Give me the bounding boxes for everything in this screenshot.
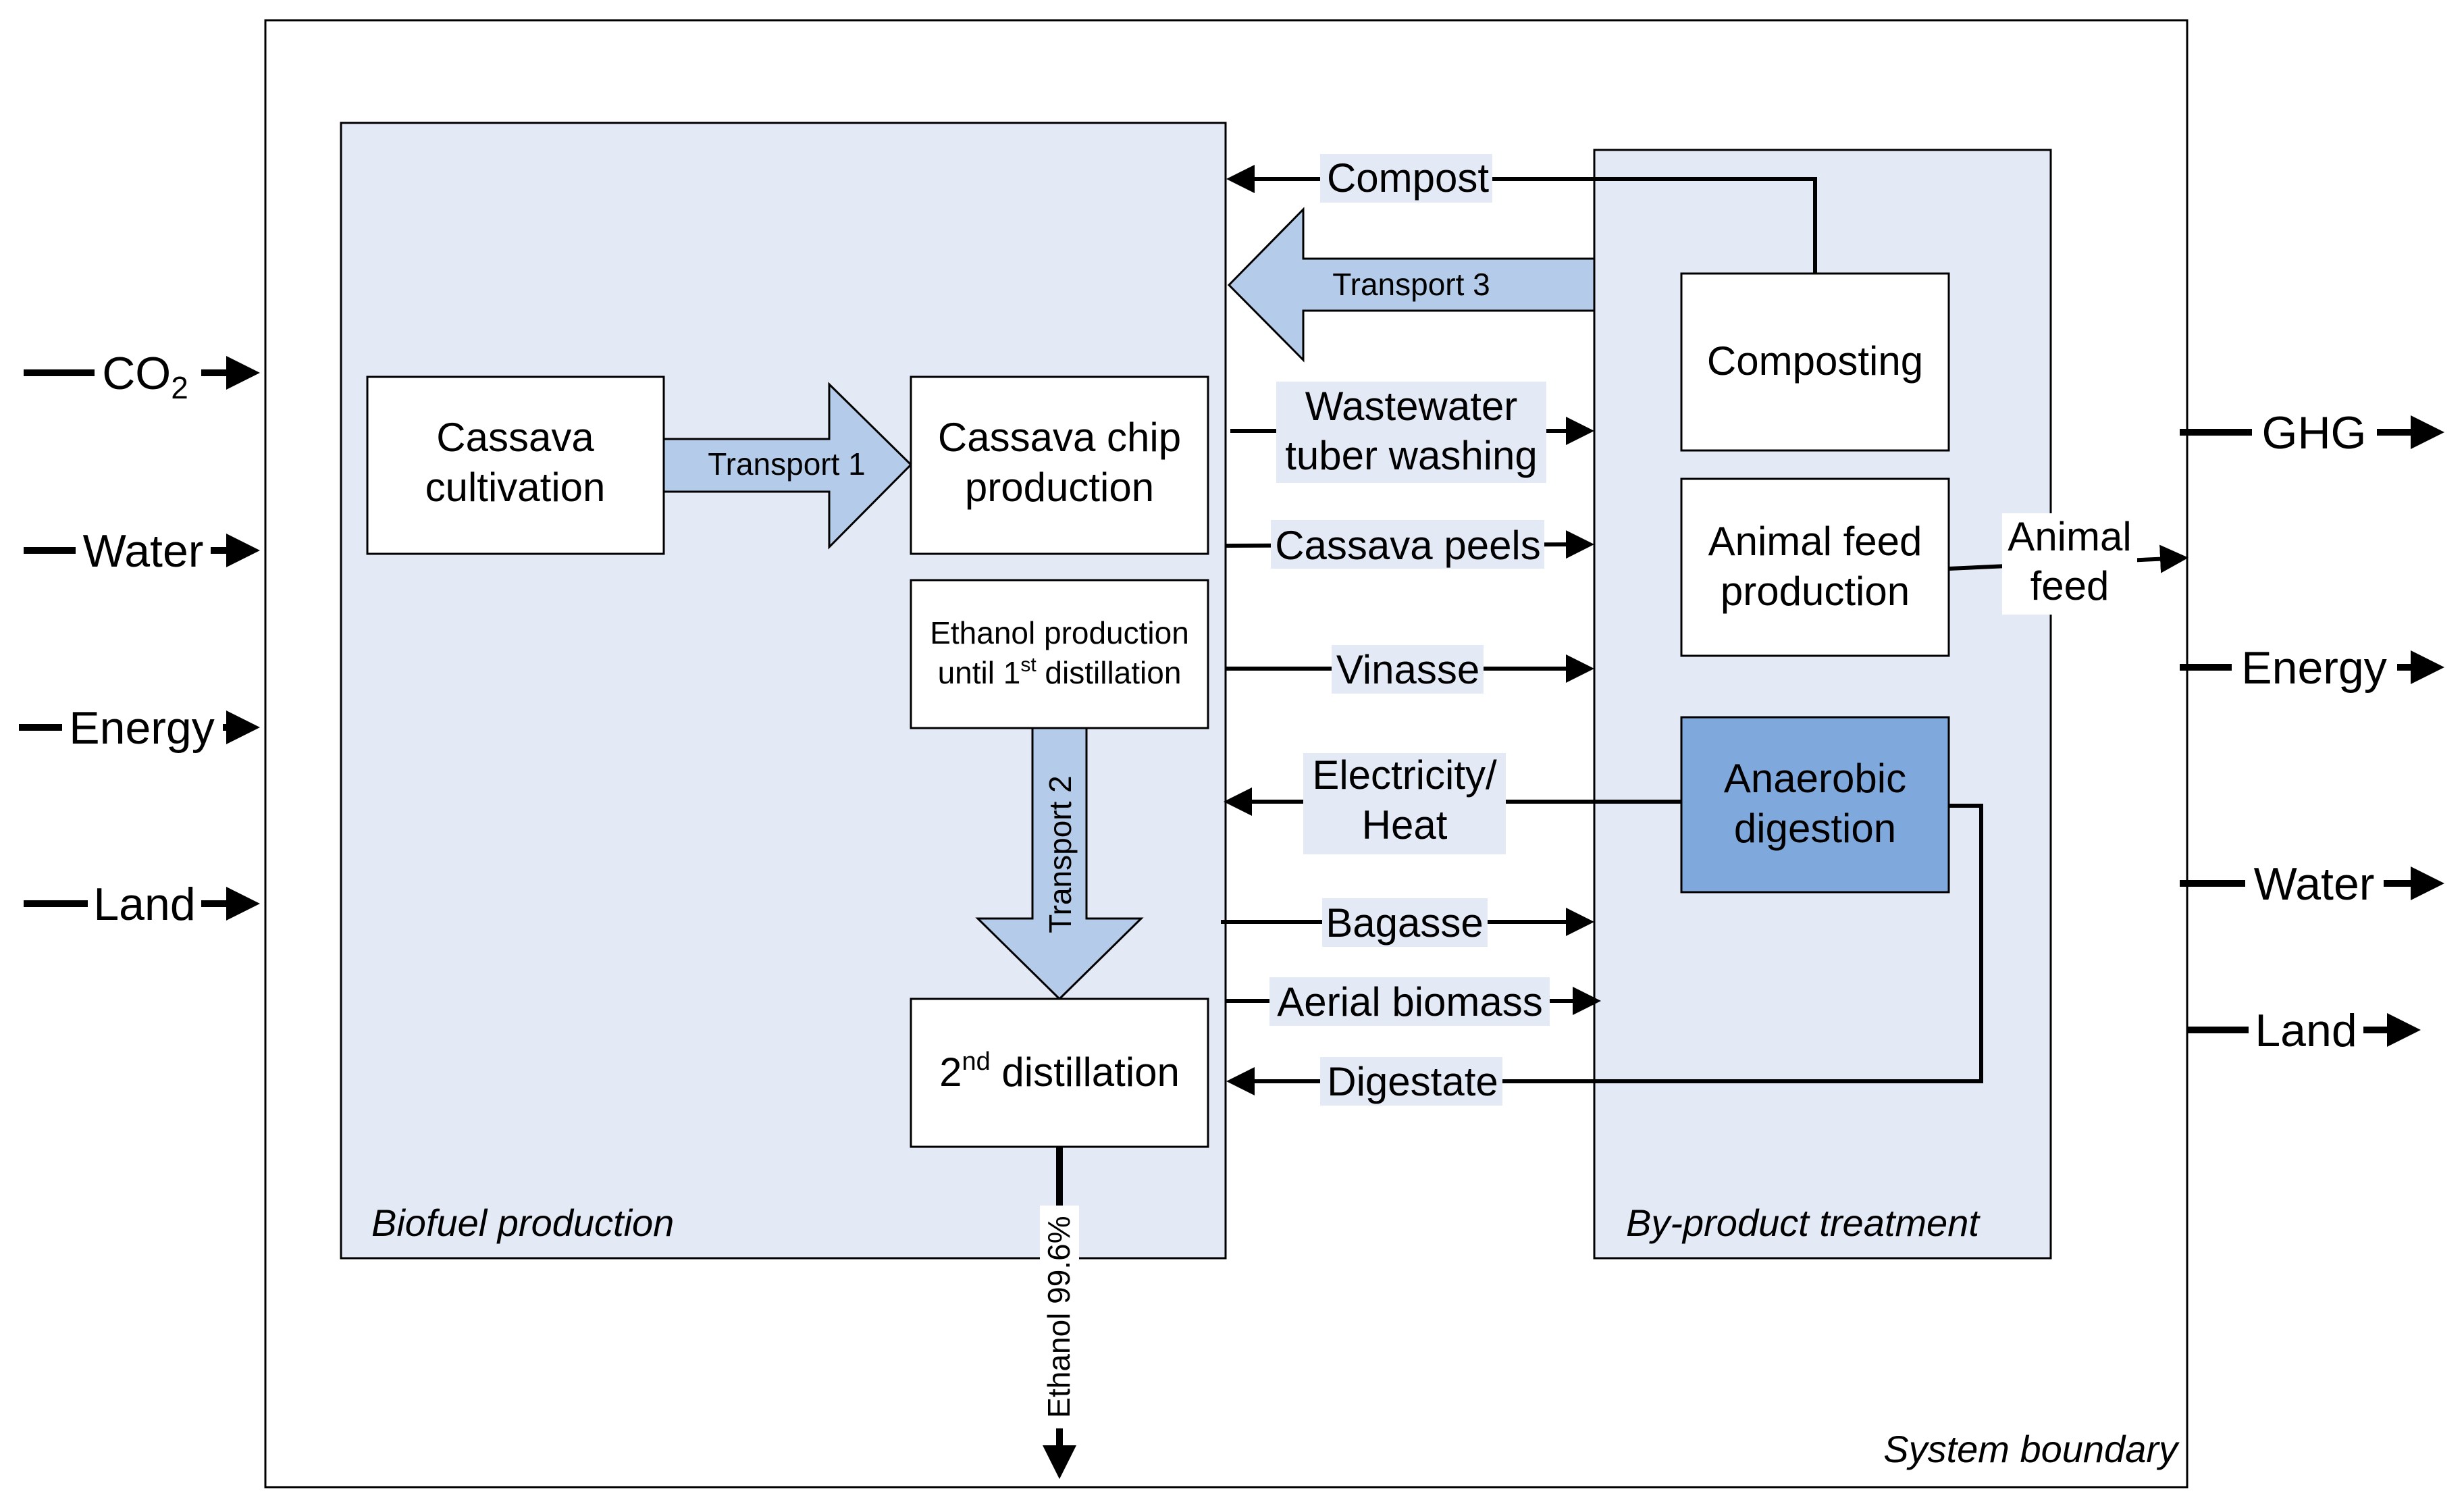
animal-feed-out-label-line2: feed [2030,563,2109,609]
biofuel-production-label: Biofuel production [371,1201,674,1244]
ethanol-production-label: Ethanol production [930,615,1189,650]
transport-3-label: Transport 3 [1332,267,1490,302]
ethanol-product-label: Ethanol 99.6% [1041,1216,1076,1418]
ethanol-production-label-line2: until 1st distillation [938,654,1182,690]
input-energy-label: Energy [69,702,214,754]
digestate-arrow [1226,804,1983,1095]
system-boundary-label: System boundary [1883,1428,2180,1470]
digestate-label: Digestate [1327,1059,1498,1104]
animal-feed-out-label: Animal [2008,514,2131,559]
animal-feed-production-label: Animal feed [1708,519,1922,564]
wastewater-label-line2: tuber washing [1285,433,1538,478]
transport-1-arrow [662,382,913,550]
animal-feed-production-label-line2: production [1721,569,1910,614]
anaerobic-digestion-label-line2: digestion [1734,806,1896,851]
output-land-label: Land [2255,1005,2357,1056]
input-co2-label: CO2 [102,348,188,405]
input-water-label: Water [83,525,204,577]
anaerobic-digestion-box [1680,716,1950,894]
transport-2-arrow [975,727,1144,1001]
transport-1-label: Transport 1 [708,446,866,482]
cassava-chip-production-box [910,376,1209,555]
compost-label: Compost [1327,155,1489,201]
output-energy-label: Energy [2241,642,2386,694]
cassava-chip-production-label-line2: production [965,465,1154,510]
animal-feed-production-box [1680,477,1950,657]
cassava-cultivation-label-line2: cultivation [425,465,606,510]
wastewater-label: Wastewater [1305,384,1518,429]
composting-box [1680,272,1950,452]
electricity-heat-label-line2: Heat [1362,802,1448,848]
output-ghg-label: GHG [2262,407,2367,459]
aerial-biomass-label: Aerial biomass [1277,979,1543,1025]
cassava-cultivation-label: Cassava [436,415,594,460]
byproduct-treatment-label: By-product treatment [1626,1201,1981,1244]
transport-3-arrow [1227,207,1596,363]
cassava-peels-label: Cassava peels [1275,523,1541,568]
transport-2-label: Transport 2 [1043,775,1078,933]
second-distillation-label: 2nd distillation [939,1048,1180,1095]
ethanol-production-box [910,579,1209,729]
bagasse-label: Bagasse [1326,900,1484,946]
anaerobic-digestion-label: Anaerobic [1724,756,1906,801]
electricity-heat-label: Electricity/ [1312,752,1497,798]
cassava-chip-production-label: Cassava chip [938,415,1181,460]
second-distillation-box [910,998,1209,1148]
cassava-cultivation-box [366,376,665,555]
output-water-label: Water [2254,858,2375,910]
composting-label: Composting [1707,338,1923,384]
input-land-label: Land [93,879,195,930]
vinasse-label: Vinasse [1336,647,1479,692]
